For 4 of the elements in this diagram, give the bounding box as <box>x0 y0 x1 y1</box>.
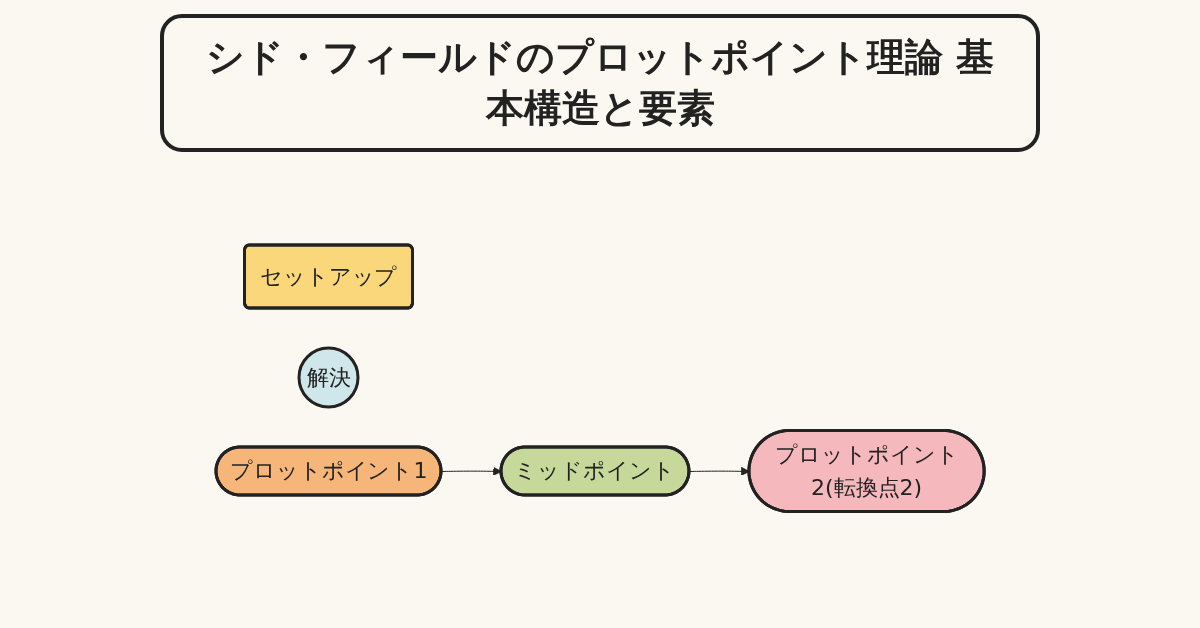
title: シド・フィールドのプロットポイント理論 基本構造と要素 <box>160 14 1040 152</box>
arrow <box>440 466 502 476</box>
node-circle: 解決 <box>297 346 360 409</box>
arrow <box>688 466 750 476</box>
